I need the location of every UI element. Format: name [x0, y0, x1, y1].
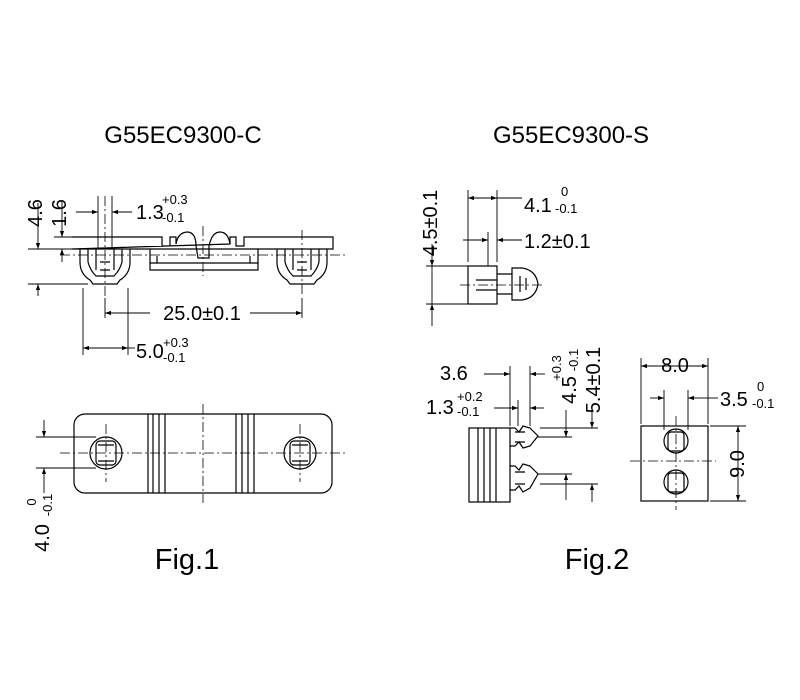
dim-height-flange: 1.6: [49, 199, 71, 227]
dim-slot-pitch: 4.5: [559, 376, 581, 404]
dim-slot-width-upper: +0.3: [162, 192, 188, 207]
fig1-side-view: 4.6 1.6 1.3 +0.3 -0.1 25.0±0.1 5.0 +0.3 …: [25, 192, 345, 365]
dim-slot-pitch-upper: +0.3: [549, 355, 564, 381]
title-right: G55EC9300-S: [493, 122, 649, 149]
dim-slot-height: 4.0: [32, 524, 54, 552]
dim-base-width: 3.6: [440, 363, 468, 385]
dim-fig2-slot-width-lower: -0.1: [457, 404, 479, 419]
dim-body-width: 8.0: [661, 355, 689, 377]
dim-slot-width-lower: -0.1: [162, 210, 184, 225]
dim-hole-dia-lower: -0.1: [752, 396, 774, 411]
dim-head-width-upper: 0: [561, 184, 568, 199]
title-left: G55EC9300-C: [104, 122, 261, 149]
dim-slot-pitch-lower: -0.1: [566, 349, 581, 371]
dim-hole-dia-upper: 0: [757, 379, 764, 394]
dim-head-width-lower: -0.1: [555, 201, 577, 216]
fig1-label: Fig.1: [155, 544, 219, 576]
fig2-end-view: 8.0 3.5 0 -0.1 9.0: [630, 355, 774, 510]
dim-edge-offset-upper: +0.3: [163, 335, 189, 350]
dim-slot-height-upper: 0: [24, 498, 39, 505]
dim-body-height: 5.4±0.1: [583, 347, 605, 414]
dim-height-total: 4.6: [25, 199, 47, 227]
dim-edge-offset-lower: -0.1: [163, 350, 185, 365]
dim-flange-width: 1.2±0.1: [524, 231, 591, 253]
dim-pitch: 25.0±0.1: [163, 303, 241, 325]
dim-head-width: 4.1: [524, 195, 552, 217]
fig1-top-view: 4.0 0 -0.1: [24, 404, 345, 552]
dim-fig2-slot-width-upper: +0.2: [457, 389, 483, 404]
dim-hole-dia: 3.5: [720, 389, 748, 411]
fig2-front-view: 3.6 1.3 +0.2 -0.1 4.5 +0.3 -0.1 5.4±0.1: [426, 347, 605, 503]
dim-edge-offset: 5.0: [136, 341, 164, 363]
dim-slot-width: 1.3: [136, 202, 164, 224]
dim-fig2-height: 4.5±0.1: [420, 190, 442, 257]
fig2-side-view: 4.5±0.1 4.1 0 -0.1 1.2±0.1: [420, 184, 591, 326]
dim-body-length: 9.0: [727, 450, 749, 478]
dim-fig2-slot-width: 1.3: [426, 397, 454, 419]
fig2-label: Fig.2: [565, 544, 629, 576]
dim-slot-height-lower: -0.1: [40, 494, 55, 516]
